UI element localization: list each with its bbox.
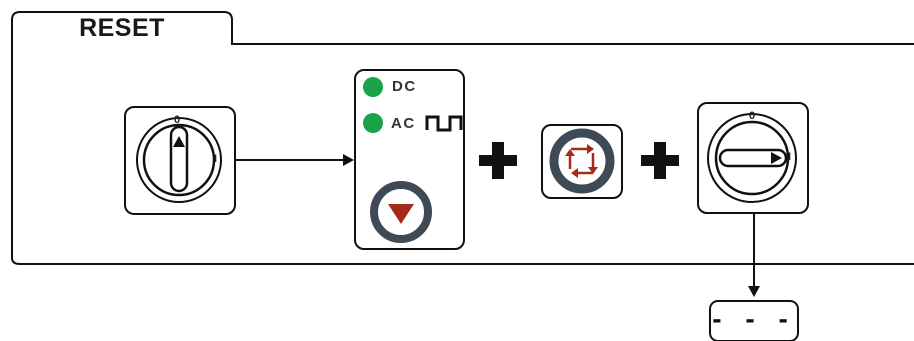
switch-pointer-up-icon bbox=[173, 136, 185, 147]
rotate-arrows-icon bbox=[565, 144, 598, 178]
ac-led-icon bbox=[363, 113, 383, 133]
arrow-to-display bbox=[748, 213, 760, 297]
display-box bbox=[709, 300, 799, 341]
main-switch-on-mark: I bbox=[214, 153, 218, 165]
second-switch[interactable] bbox=[697, 102, 809, 214]
dc-led-icon bbox=[363, 77, 383, 97]
down-arrow-button[interactable] bbox=[370, 181, 432, 243]
arrow-to-panel bbox=[235, 154, 354, 166]
second-switch-off-mark: 0 bbox=[749, 110, 756, 122]
ac-label: AC bbox=[391, 115, 416, 132]
display-dashes: - - - bbox=[712, 303, 796, 334]
plus-icon-2 bbox=[641, 142, 679, 179]
reset-panel-outline bbox=[11, 11, 914, 265]
ac-square-wave-icon bbox=[425, 115, 463, 132]
second-switch-on-mark: I bbox=[788, 151, 792, 163]
main-switch[interactable] bbox=[124, 106, 236, 215]
switch-pointer-right-icon bbox=[771, 152, 782, 164]
plus-icon bbox=[479, 142, 517, 179]
down-arrow-icon bbox=[388, 204, 414, 224]
reset-title: RESET bbox=[79, 13, 165, 42]
main-switch-off-mark: 0 bbox=[174, 114, 181, 126]
rotate-arrows-button[interactable] bbox=[541, 124, 623, 199]
dc-label: DC bbox=[392, 78, 417, 95]
